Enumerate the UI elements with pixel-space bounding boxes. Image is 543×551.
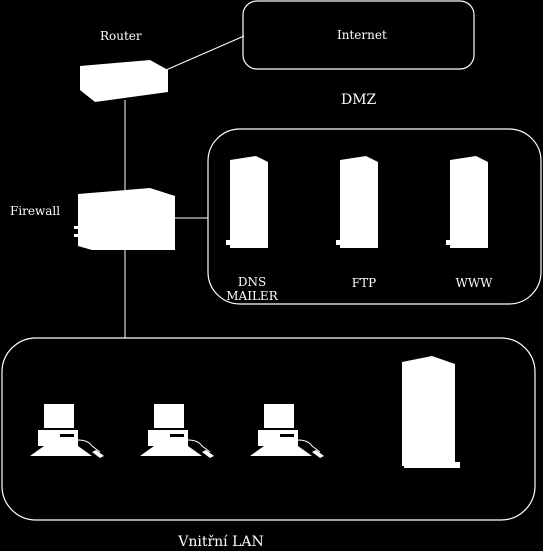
internet-box xyxy=(242,0,475,70)
dmz-zone xyxy=(207,128,542,305)
router-label: Router xyxy=(100,29,142,43)
lan-label: Vnitřní LAN xyxy=(177,534,264,550)
workstation-icon xyxy=(139,403,215,459)
internet-label: Internet xyxy=(337,28,387,42)
lan-server-icon xyxy=(402,356,460,468)
dmz-label: DMZ xyxy=(341,92,377,108)
workstation-icon xyxy=(249,403,325,459)
link-router-internet xyxy=(165,35,245,71)
ftp-label: FTP xyxy=(352,276,376,290)
www-server-icon xyxy=(446,156,488,248)
dns-mailer-server-icon xyxy=(226,156,268,248)
mailer-label: MAILER xyxy=(226,289,278,303)
firewall-label: Firewall xyxy=(10,204,60,218)
dns-label: DNS xyxy=(238,275,266,289)
lan-zone xyxy=(1,337,536,521)
router-icon xyxy=(80,60,168,102)
firewall-icon xyxy=(74,188,175,250)
workstation-icon xyxy=(29,403,105,459)
www-label: WWW xyxy=(455,276,493,290)
ftp-server-icon xyxy=(336,156,378,248)
